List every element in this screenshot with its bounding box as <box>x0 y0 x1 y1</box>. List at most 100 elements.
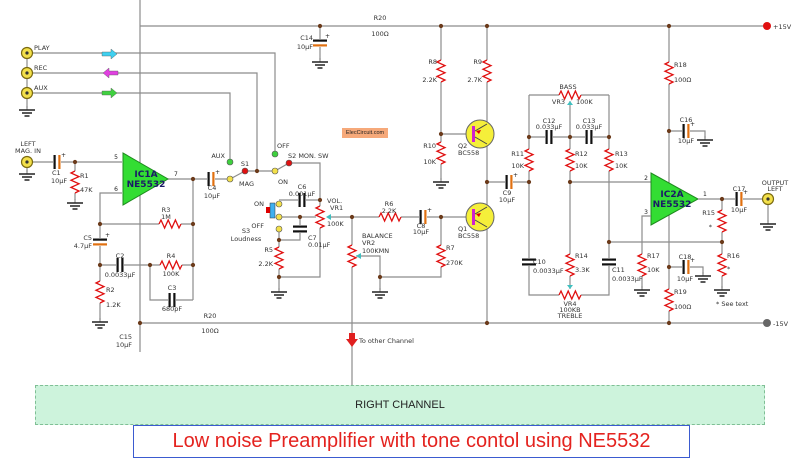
wire <box>380 217 442 278</box>
capacitor-plate <box>419 210 422 224</box>
label-pins-4: 3 <box>644 209 648 216</box>
down-arrow-icon <box>346 333 358 347</box>
diagram-title: Low noise Preamplifier with tone contol … <box>172 430 651 452</box>
diagram-title-box: Low noise Preamplifier with tone contol … <box>133 425 690 458</box>
capacitor-plate <box>590 130 593 144</box>
capacitor-gap <box>116 257 124 273</box>
junction-dot <box>526 179 532 185</box>
capacitor-gap <box>53 154 61 170</box>
plus-sign: + <box>61 152 66 159</box>
label-r14-1: 3.3K <box>575 266 590 274</box>
label-c14-0: C14 <box>300 34 313 42</box>
label-c4-1: 10µF <box>204 192 220 200</box>
junction-dot <box>297 214 303 220</box>
junction-dot <box>137 320 143 326</box>
label-r13-0: R13 <box>615 150 628 158</box>
label-c1-1: 10µF <box>51 177 67 185</box>
label-ic2a-0: IC2A <box>660 190 683 200</box>
wire <box>669 130 706 138</box>
capacitor-plate <box>121 258 124 272</box>
capacitor-plate <box>522 258 536 261</box>
wiper-arrow-icon <box>567 101 573 105</box>
transistor-leads <box>474 123 488 145</box>
signal-arrow-icon <box>101 48 118 60</box>
label-r19-0: R19 <box>674 288 687 296</box>
label-r8-0: R8 <box>428 58 437 66</box>
label-c2-0: C2 <box>116 252 125 260</box>
capacitor-gap <box>585 129 593 145</box>
junction-dot <box>190 176 196 182</box>
capacitor-plate <box>424 210 427 224</box>
resistor-icon <box>159 259 183 271</box>
label-r20b-1: 100Ω <box>201 327 218 335</box>
capacitor-plate <box>687 124 690 138</box>
label-vr3-1: VR3 <box>552 98 565 106</box>
capacitor-gap <box>292 225 308 233</box>
junction-dot <box>317 197 323 203</box>
capacitor-gap <box>92 238 108 246</box>
label-r5-1: 2.2K <box>258 260 273 268</box>
capacitor-plate <box>173 293 176 307</box>
jack-center <box>25 71 29 75</box>
wiper-arrow-icon <box>356 253 361 259</box>
label-pins-2: 7 <box>174 171 178 178</box>
label-c6-1: 0.001µF <box>289 190 316 198</box>
junction-dot <box>97 262 103 268</box>
label-r11-1: 10K <box>511 162 524 170</box>
resistor-icon <box>481 59 493 83</box>
label-r20a-1: 100Ω <box>371 30 388 38</box>
transistor-q1 <box>465 202 495 232</box>
loudness-switch <box>269 202 276 219</box>
capacitor-plate <box>93 243 107 246</box>
label-c8-0: C8 <box>417 222 426 230</box>
label-c17-0: C17 <box>733 185 746 193</box>
jack-center <box>766 197 770 201</box>
label-r7-1: 270K <box>446 259 463 267</box>
junction-dot <box>190 221 196 227</box>
watermark-badge: ElecCircuit.com <box>342 128 388 138</box>
label-s1-2: MAG <box>239 180 254 188</box>
label-c15-0: C15 <box>119 333 132 341</box>
capacitor-plate <box>303 193 306 207</box>
resistor-icon <box>346 244 358 268</box>
label-q1-0: Q1 <box>458 225 467 233</box>
resistor-icon <box>564 148 576 172</box>
ground-icon <box>433 181 449 189</box>
capacitor-plate <box>682 260 685 274</box>
label-r3-1: 1M <box>161 213 171 221</box>
label-r16-1: * <box>727 265 731 273</box>
capacitor-gap <box>298 192 306 208</box>
junction-dot <box>97 221 103 227</box>
label-r14-0: R14 <box>575 252 588 260</box>
label-c1-0: C1 <box>52 169 61 177</box>
signal-arrow-icon <box>101 87 118 99</box>
emitter-arrow <box>476 213 481 217</box>
label-q2-1: BC558 <box>458 149 479 157</box>
junction-dot <box>147 262 153 268</box>
label-r7-0: R7 <box>446 244 455 252</box>
junction-dot <box>317 23 323 29</box>
label-output-0: OUTPUT <box>762 179 789 187</box>
resistor-icon <box>663 288 675 312</box>
switch-contact <box>275 213 283 221</box>
junction-dot <box>254 168 260 174</box>
wire <box>279 217 301 241</box>
plus-sign: + <box>690 121 695 128</box>
label-c10-0: C10 <box>533 258 546 266</box>
label-r9-0: R9 <box>473 58 482 66</box>
label-r16-0: R16 <box>727 252 740 260</box>
capacitor-plate <box>682 124 685 138</box>
label-c4-0: C4 <box>208 184 217 192</box>
resistor-icon <box>435 244 447 268</box>
label-c12-0: C12 <box>543 117 556 125</box>
switch-contact <box>241 167 249 175</box>
label-r17-0: R17 <box>647 252 660 260</box>
capacitor-gap <box>312 39 328 47</box>
label-r6-1: 2.2K <box>382 207 397 215</box>
label-c15-1: 10µF <box>116 341 132 349</box>
ground-icon <box>695 275 711 283</box>
capacitor-gap <box>735 191 743 207</box>
ground-icon <box>697 139 713 147</box>
label-vr4-2: TREBLE <box>557 312 583 320</box>
negative-supply-terminal <box>763 319 771 327</box>
